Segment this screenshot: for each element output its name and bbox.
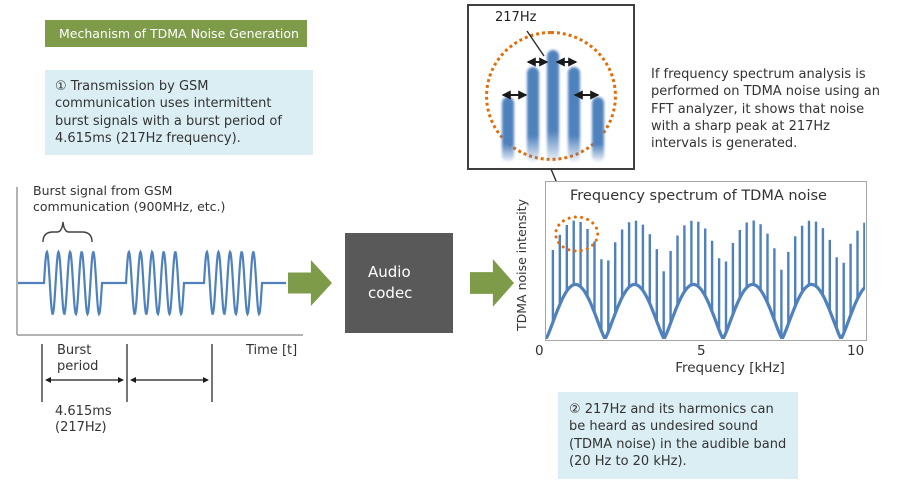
period-value-block: 4.615ms (217Hz) [55, 404, 112, 437]
x-axis-label: Frequency [kHz] [675, 360, 785, 376]
leader-line [526, 30, 545, 57]
spectrum-peak-bar [502, 97, 514, 162]
inset-frequency-label: 217Hz [495, 10, 537, 25]
inset-annotations [501, 30, 600, 100]
envelope-arch [780, 282, 843, 339]
spectrum-chart-frame [545, 181, 867, 341]
burst-brace [42, 221, 93, 243]
burst-waveform-chart [16, 187, 303, 402]
envelope-arch [603, 282, 666, 339]
x-tick-10: 10 [847, 343, 865, 359]
codec-label: Audio codec [368, 263, 413, 302]
step2-note: ② 217Hz and its harmonics can be heard a… [558, 392, 798, 480]
envelope-arch [721, 282, 784, 339]
burst-period-label: Burst period [57, 343, 99, 375]
envelope-arch-fill [723, 284, 783, 339]
burst-signal-label: Burst signal from GSM communication (900… [33, 183, 226, 215]
step1-note: ① Transmission by GSM communication uses… [45, 70, 313, 156]
period-tick-marks [41, 344, 213, 402]
y-axis-label: TDMA noise intensity [514, 199, 529, 331]
envelope-arch [662, 282, 725, 339]
envelope-arch-fill [782, 284, 842, 339]
period-value: 4.615ms [55, 404, 112, 419]
burst-waveform-path [18, 249, 286, 317]
spectrum-peak-bar [592, 97, 604, 162]
spectrum-peak-bar [547, 50, 559, 162]
header-badge: Mechanism of TDMA Noise Generation [45, 20, 307, 47]
fft-analysis-note: If frequency spectrum analysis is perfor… [651, 67, 880, 152]
flow-arrow-right-icon [470, 259, 514, 307]
x-tick-5: 5 [697, 343, 706, 359]
envelope-arch-fill [605, 284, 664, 339]
spacing-arrows [501, 57, 600, 100]
envelope-arch [839, 285, 865, 339]
spectrum-highlight-circle [554, 215, 600, 253]
audio-codec-box: Audio codec [345, 233, 453, 333]
envelope-arch-fill [664, 284, 723, 339]
time-axis-label: Time [t] [246, 343, 298, 358]
x-tick-0: 0 [535, 343, 544, 359]
envelope-arch [546, 282, 607, 339]
zoom-inset-box: 217Hz [467, 4, 635, 170]
envelope-arch-fill [546, 284, 605, 339]
spectrum-peak-bar [527, 67, 539, 162]
chart-title: Frequency spectrum of TDMA noise [570, 188, 827, 204]
period-frequency: (217Hz) [55, 420, 107, 436]
spectrum-chart [546, 215, 865, 339]
